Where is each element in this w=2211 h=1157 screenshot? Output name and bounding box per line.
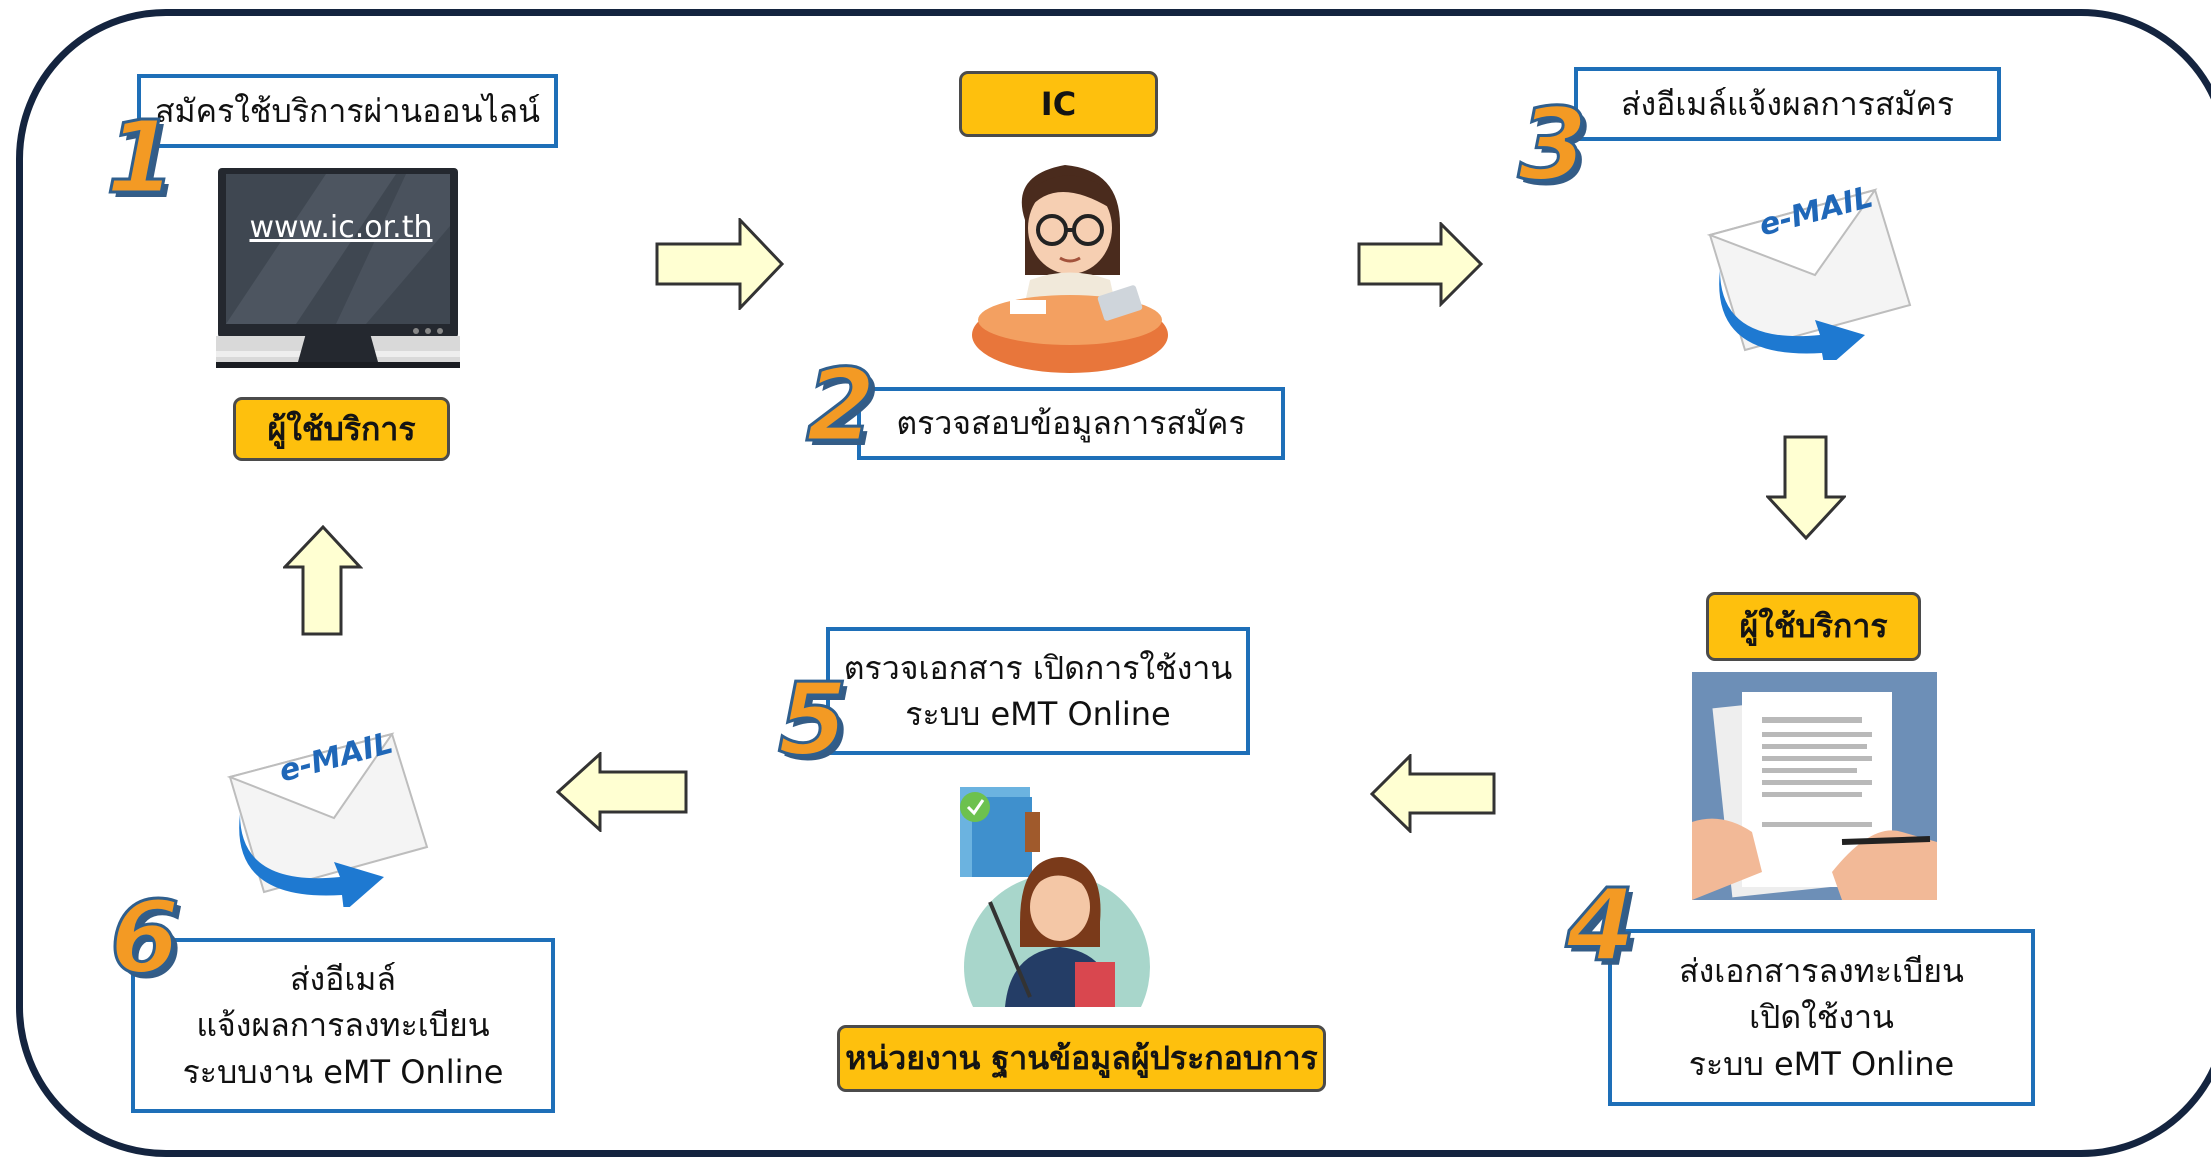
step-2-box: ตรวจสอบข้อมูลการสมัคร bbox=[857, 387, 1285, 460]
user-label-top: ผู้ใช้บริการ bbox=[233, 397, 450, 461]
step-4-line-1: ส่งเอกสารลงทะเบียน bbox=[1679, 951, 1964, 990]
step-3-number: 3 bbox=[1517, 86, 1590, 203]
arrow-right-2 bbox=[1357, 222, 1484, 307]
agency-label: หน่วยงาน ฐานข้อมูลผู้ประกอบการ bbox=[837, 1025, 1326, 1092]
step-5-line-2: ระบบ eMT Online bbox=[905, 695, 1171, 733]
ic-label: IC bbox=[959, 71, 1158, 137]
step-2-text: ตรวจสอบข้อมูลการสมัคร bbox=[896, 404, 1246, 443]
arrow-left-2 bbox=[556, 752, 688, 832]
step-6-box: ส่งอีเมล์ แจ้งผลการลงทะเบียน ระบบงาน eMT… bbox=[131, 938, 555, 1113]
computer-monitor-icon bbox=[216, 168, 460, 368]
step-4-box: ส่งเอกสารลงทะเบียน เปิดใช้งาน ระบบ eMT O… bbox=[1608, 929, 2035, 1106]
step-4-line-3: ระบบ eMT Online bbox=[1688, 1044, 1955, 1083]
monitor-url-text: www.ic.or.th bbox=[249, 210, 433, 245]
step-6-line-2: แจ้งผลการลงทะเบียน bbox=[196, 1006, 490, 1045]
step-5-line-1: ตรวจเอกสาร เปิดการใช้งาน bbox=[843, 648, 1233, 687]
step-4-line-2: เปิดใช้งาน bbox=[1749, 998, 1894, 1037]
user-label-right: ผู้ใช้บริการ bbox=[1706, 592, 1921, 661]
arrow-down bbox=[1766, 435, 1846, 541]
document-signing-icon bbox=[1692, 672, 1937, 900]
step-6-line-3: ระบบงาน eMT Online bbox=[182, 1052, 504, 1091]
arrow-left-1 bbox=[1370, 754, 1496, 833]
step-1-text: สมัครใช้บริการผ่านออนไลน์ bbox=[154, 91, 541, 130]
step-2-number: 2 bbox=[805, 347, 878, 464]
receptionist-icon bbox=[972, 165, 1168, 373]
email-envelope-icon bbox=[1706, 188, 1912, 360]
arrow-right-1 bbox=[655, 218, 785, 310]
step-3-box: ส่งอีเมล์แจ้งผลการสมัคร bbox=[1574, 67, 2001, 141]
arrow-up bbox=[283, 525, 363, 636]
step-1-number: 1 bbox=[105, 99, 178, 216]
step-4-number: 4 bbox=[1565, 867, 1638, 984]
document-review-icon bbox=[960, 787, 1150, 1007]
email-envelope-icon bbox=[226, 732, 429, 907]
step-6-line-1: ส่งอีเมล์ bbox=[289, 959, 396, 998]
step-3-text: ส่งอีเมล์แจ้งผลการสมัคร bbox=[1620, 84, 1955, 123]
step-1-box: สมัครใช้บริการผ่านออนไลน์ bbox=[137, 74, 558, 148]
step-6-number: 6 bbox=[109, 879, 182, 996]
step-5-box: ตรวจเอกสาร เปิดการใช้งาน ระบบ eMT Online bbox=[826, 627, 1250, 755]
step-5-number: 5 bbox=[777, 661, 850, 778]
